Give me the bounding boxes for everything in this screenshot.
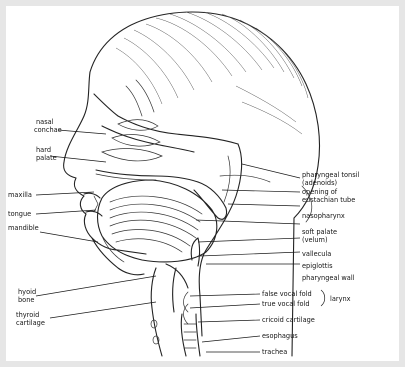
label-nasal-conchae-1: nasal [36,118,54,126]
label-opening-eustachian-2: eustachian tube [302,196,355,204]
label-soft-palate-1: soft palate [302,228,337,236]
mouth-jaw [84,193,144,275]
larynx-region [151,238,200,356]
label-opening-eustachian-1: opening of [302,188,338,196]
label-true-vocal-fold: true vocal fold [262,300,310,308]
label-pharyngeal-wall: pharyngeal wall [302,274,355,282]
label-mandible: mandible [8,224,39,232]
label-larynx: larynx [330,295,351,303]
label-pharyngeal-tonsil-1: pharyngeal tonsil [302,171,359,179]
label-nasopharynx: nasopharynx [302,212,345,220]
tongue [98,180,217,262]
label-false-vocal-fold: false vocal fold [262,290,312,298]
label-esophagus: esophagus [262,332,298,340]
label-trachea: trachea [262,348,287,356]
hair-hatching [116,12,308,134]
nasal-region [94,80,238,182]
label-pharyngeal-tonsil-2: (adenoids) [302,179,337,187]
soft-palate [194,182,227,219]
label-nasal-conchae-2: conchae [34,126,62,134]
label-tongue: tongue [8,210,31,218]
label-hyoid-bone-2: bone [18,296,34,304]
diagram-panel: nasal conchae hard palate maxilla tongue… [6,6,399,361]
label-hard-palate-2: palate [36,154,57,162]
head-neck-anatomy-diagram: nasal conchae hard palate maxilla tongue… [6,6,399,361]
label-cricoid-cartilage: cricoid cartilage [262,316,315,324]
label-soft-palate-2: (velum) [302,236,328,244]
label-maxilla: maxilla [8,191,32,199]
label-epiglottis: epiglottis [302,262,333,270]
label-hyoid-bone-1: hyoid [18,288,36,296]
label-thyroid-cartilage-2: cartilage [16,319,45,327]
label-vallecula: vallecula [302,250,331,258]
label-thyroid-cartilage-1: thyroid [16,311,39,319]
label-hard-palate-1: hard [36,146,51,154]
